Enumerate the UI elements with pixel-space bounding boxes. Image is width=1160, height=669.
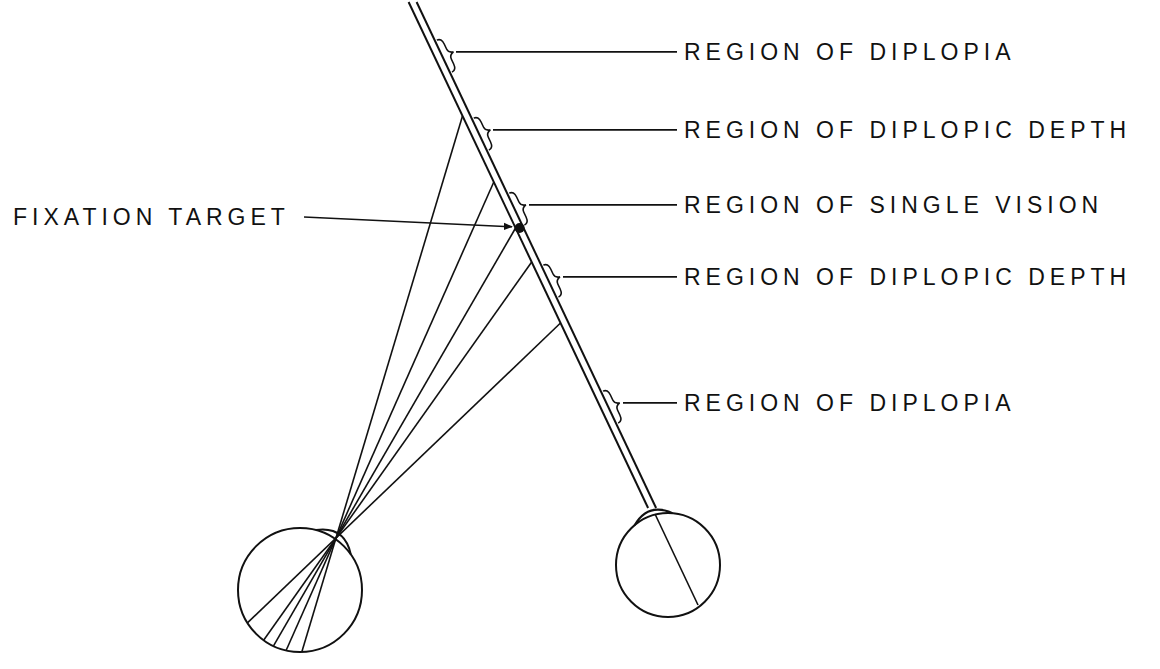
region-label: REGION OF SINGLE VISION: [683, 192, 1104, 218]
region-label: REGION OF DIPLOPIA: [683, 390, 1017, 416]
visual-axis: [655, 514, 698, 605]
region-label: REGION OF DIPLOPIC DEPTH: [683, 117, 1132, 143]
region-label: REGION OF DIPLOPIC DEPTH: [683, 264, 1132, 290]
target-label: FIXATION TARGET: [12, 204, 291, 230]
sight-line: [409, 2, 648, 508]
ray-line: [274, 228, 516, 646]
fixation-dot: [515, 223, 525, 233]
sight-line: [417, 2, 656, 508]
bracket: [437, 40, 455, 73]
leader-arrow: [304, 217, 512, 227]
bracket: [509, 193, 527, 226]
leader-line: [563, 276, 677, 278]
bracket: [474, 118, 492, 151]
region-label: REGION OF DIPLOPIA: [683, 39, 1017, 65]
ray-line: [264, 262, 532, 640]
leader-line: [623, 402, 677, 404]
right-eye: [616, 513, 720, 617]
ray-line: [247, 323, 560, 623]
bracket: [603, 391, 621, 424]
leader-line: [493, 129, 677, 131]
leader-line: [456, 51, 677, 53]
leader-line: [529, 204, 677, 206]
ray-line: [302, 116, 463, 652]
right-cornea: [635, 510, 673, 526]
bracket: [543, 265, 561, 298]
